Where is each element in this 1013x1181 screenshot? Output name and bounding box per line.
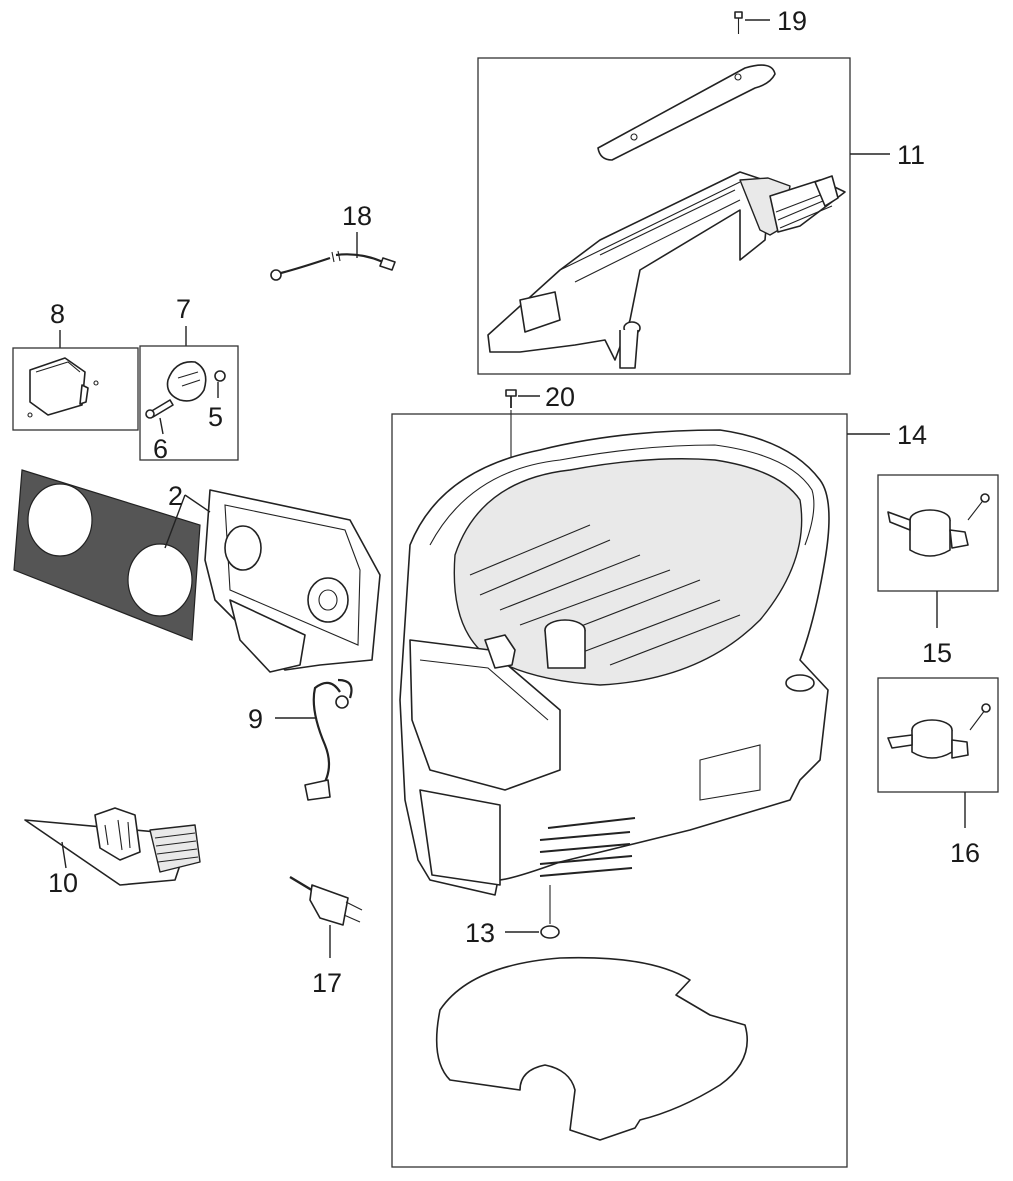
box-part-7 [139, 345, 239, 461]
callout-15: 15 [922, 638, 952, 668]
part-9-wire-harness[interactable] [304, 678, 353, 801]
callout-18: 18 [342, 201, 372, 231]
part-16-clamp[interactable] [887, 703, 991, 759]
part-18-ground-cable[interactable] [270, 250, 396, 281]
part-2-control-panel[interactable] [204, 489, 381, 673]
part-2-gasket[interactable] [13, 469, 201, 641]
part-13-o-ring[interactable] [540, 925, 560, 939]
callout-9: 9 [248, 704, 263, 734]
box-part-15 [877, 474, 999, 592]
part-14-housing[interactable] [399, 429, 830, 896]
part-10-circuit-board[interactable] [24, 807, 201, 886]
callout-20: 20 [545, 382, 575, 412]
box-part-14 [391, 413, 848, 1168]
callout-14: 14 [897, 420, 927, 450]
callout-6: 6 [153, 434, 168, 464]
bottom-pad[interactable] [435, 956, 749, 1141]
callout-19: 19 [777, 6, 807, 36]
callout-8: 8 [50, 299, 65, 329]
part-7-knob[interactable] [166, 361, 207, 402]
part-8-switch-cover[interactable] [27, 357, 99, 418]
box-part-16 [877, 677, 999, 793]
leader-6 [159, 417, 164, 435]
callout-16: 16 [950, 838, 980, 868]
callout-5: 5 [208, 402, 223, 432]
box-part-11 [477, 57, 851, 375]
part-19-screw[interactable] [734, 11, 743, 34]
callout-2: 2 [168, 481, 183, 511]
callout-10: 10 [48, 868, 78, 898]
callout-7: 7 [176, 294, 191, 324]
part-6-screw[interactable] [145, 399, 174, 419]
part-20-screw[interactable] [505, 389, 517, 408]
leader-10 [61, 841, 67, 869]
part-15-clamp[interactable] [887, 493, 990, 557]
box-part-8 [12, 347, 139, 431]
callout-13: 13 [465, 918, 495, 948]
callout-11: 11 [897, 140, 925, 170]
callout-17: 17 [312, 968, 342, 998]
part-17-power-plug[interactable] [289, 875, 363, 926]
part-5-o-ring[interactable] [214, 370, 226, 382]
leader-2 [164, 494, 211, 549]
part-11-handle[interactable] [487, 64, 846, 369]
